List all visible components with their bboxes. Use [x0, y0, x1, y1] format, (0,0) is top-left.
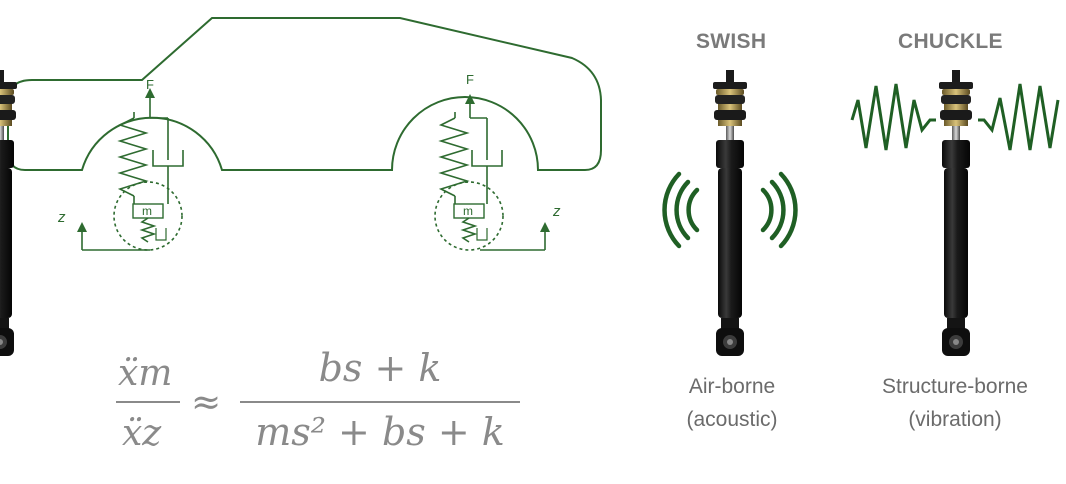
eq-lhs-denominator: ẍz — [122, 413, 162, 454]
shock-absorber-swish — [713, 70, 747, 356]
swish-caption-line2: (acoustic) — [686, 408, 778, 431]
mass-label-right: m — [463, 204, 473, 218]
left-suspension — [77, 88, 184, 251]
shock-absorber-chuckle — [939, 70, 973, 356]
transfer-function: ẍm ẍz ≈ bs + k ms² + bs + k — [116, 346, 520, 454]
force-label-left: F — [146, 77, 154, 92]
eq-rhs-numerator: bs + k — [319, 346, 442, 390]
damper-left — [150, 117, 184, 204]
damper-right — [470, 117, 503, 204]
swish-caption-line1: Air-borne — [688, 375, 776, 398]
right-suspension — [434, 94, 550, 251]
chuckle-caption: Structure-borne (vibration) — [860, 370, 1050, 436]
displacement-label-right: z — [552, 203, 561, 220]
chuckle-caption-line2: (vibration) — [908, 408, 1002, 431]
spring-right — [438, 117, 470, 197]
mass-label-left: m — [142, 204, 152, 218]
displacement-label-left: z — [57, 209, 66, 226]
wheel-circle-right — [434, 181, 504, 251]
eq-lhs-numerator: ẍm — [118, 353, 172, 394]
eq-approx: ≈ — [191, 382, 221, 423]
wheel-circle-left — [113, 181, 183, 251]
swish-caption: Air-borne (acoustic) — [660, 370, 804, 436]
sound-wave-icon — [662, 171, 798, 249]
spring-left — [117, 117, 149, 197]
car-body-outline — [7, 17, 602, 171]
chuckle-title: CHUCKLE — [898, 30, 1003, 53]
shock-absorber-template — [0, 70, 17, 356]
swish-title: SWISH — [696, 30, 767, 53]
vibration-wave-icon — [850, 83, 1060, 151]
force-label-right: F — [466, 72, 474, 87]
chuckle-caption-line1: Structure-borne — [882, 375, 1028, 398]
eq-rhs-denominator: ms² + bs + k — [255, 410, 505, 454]
